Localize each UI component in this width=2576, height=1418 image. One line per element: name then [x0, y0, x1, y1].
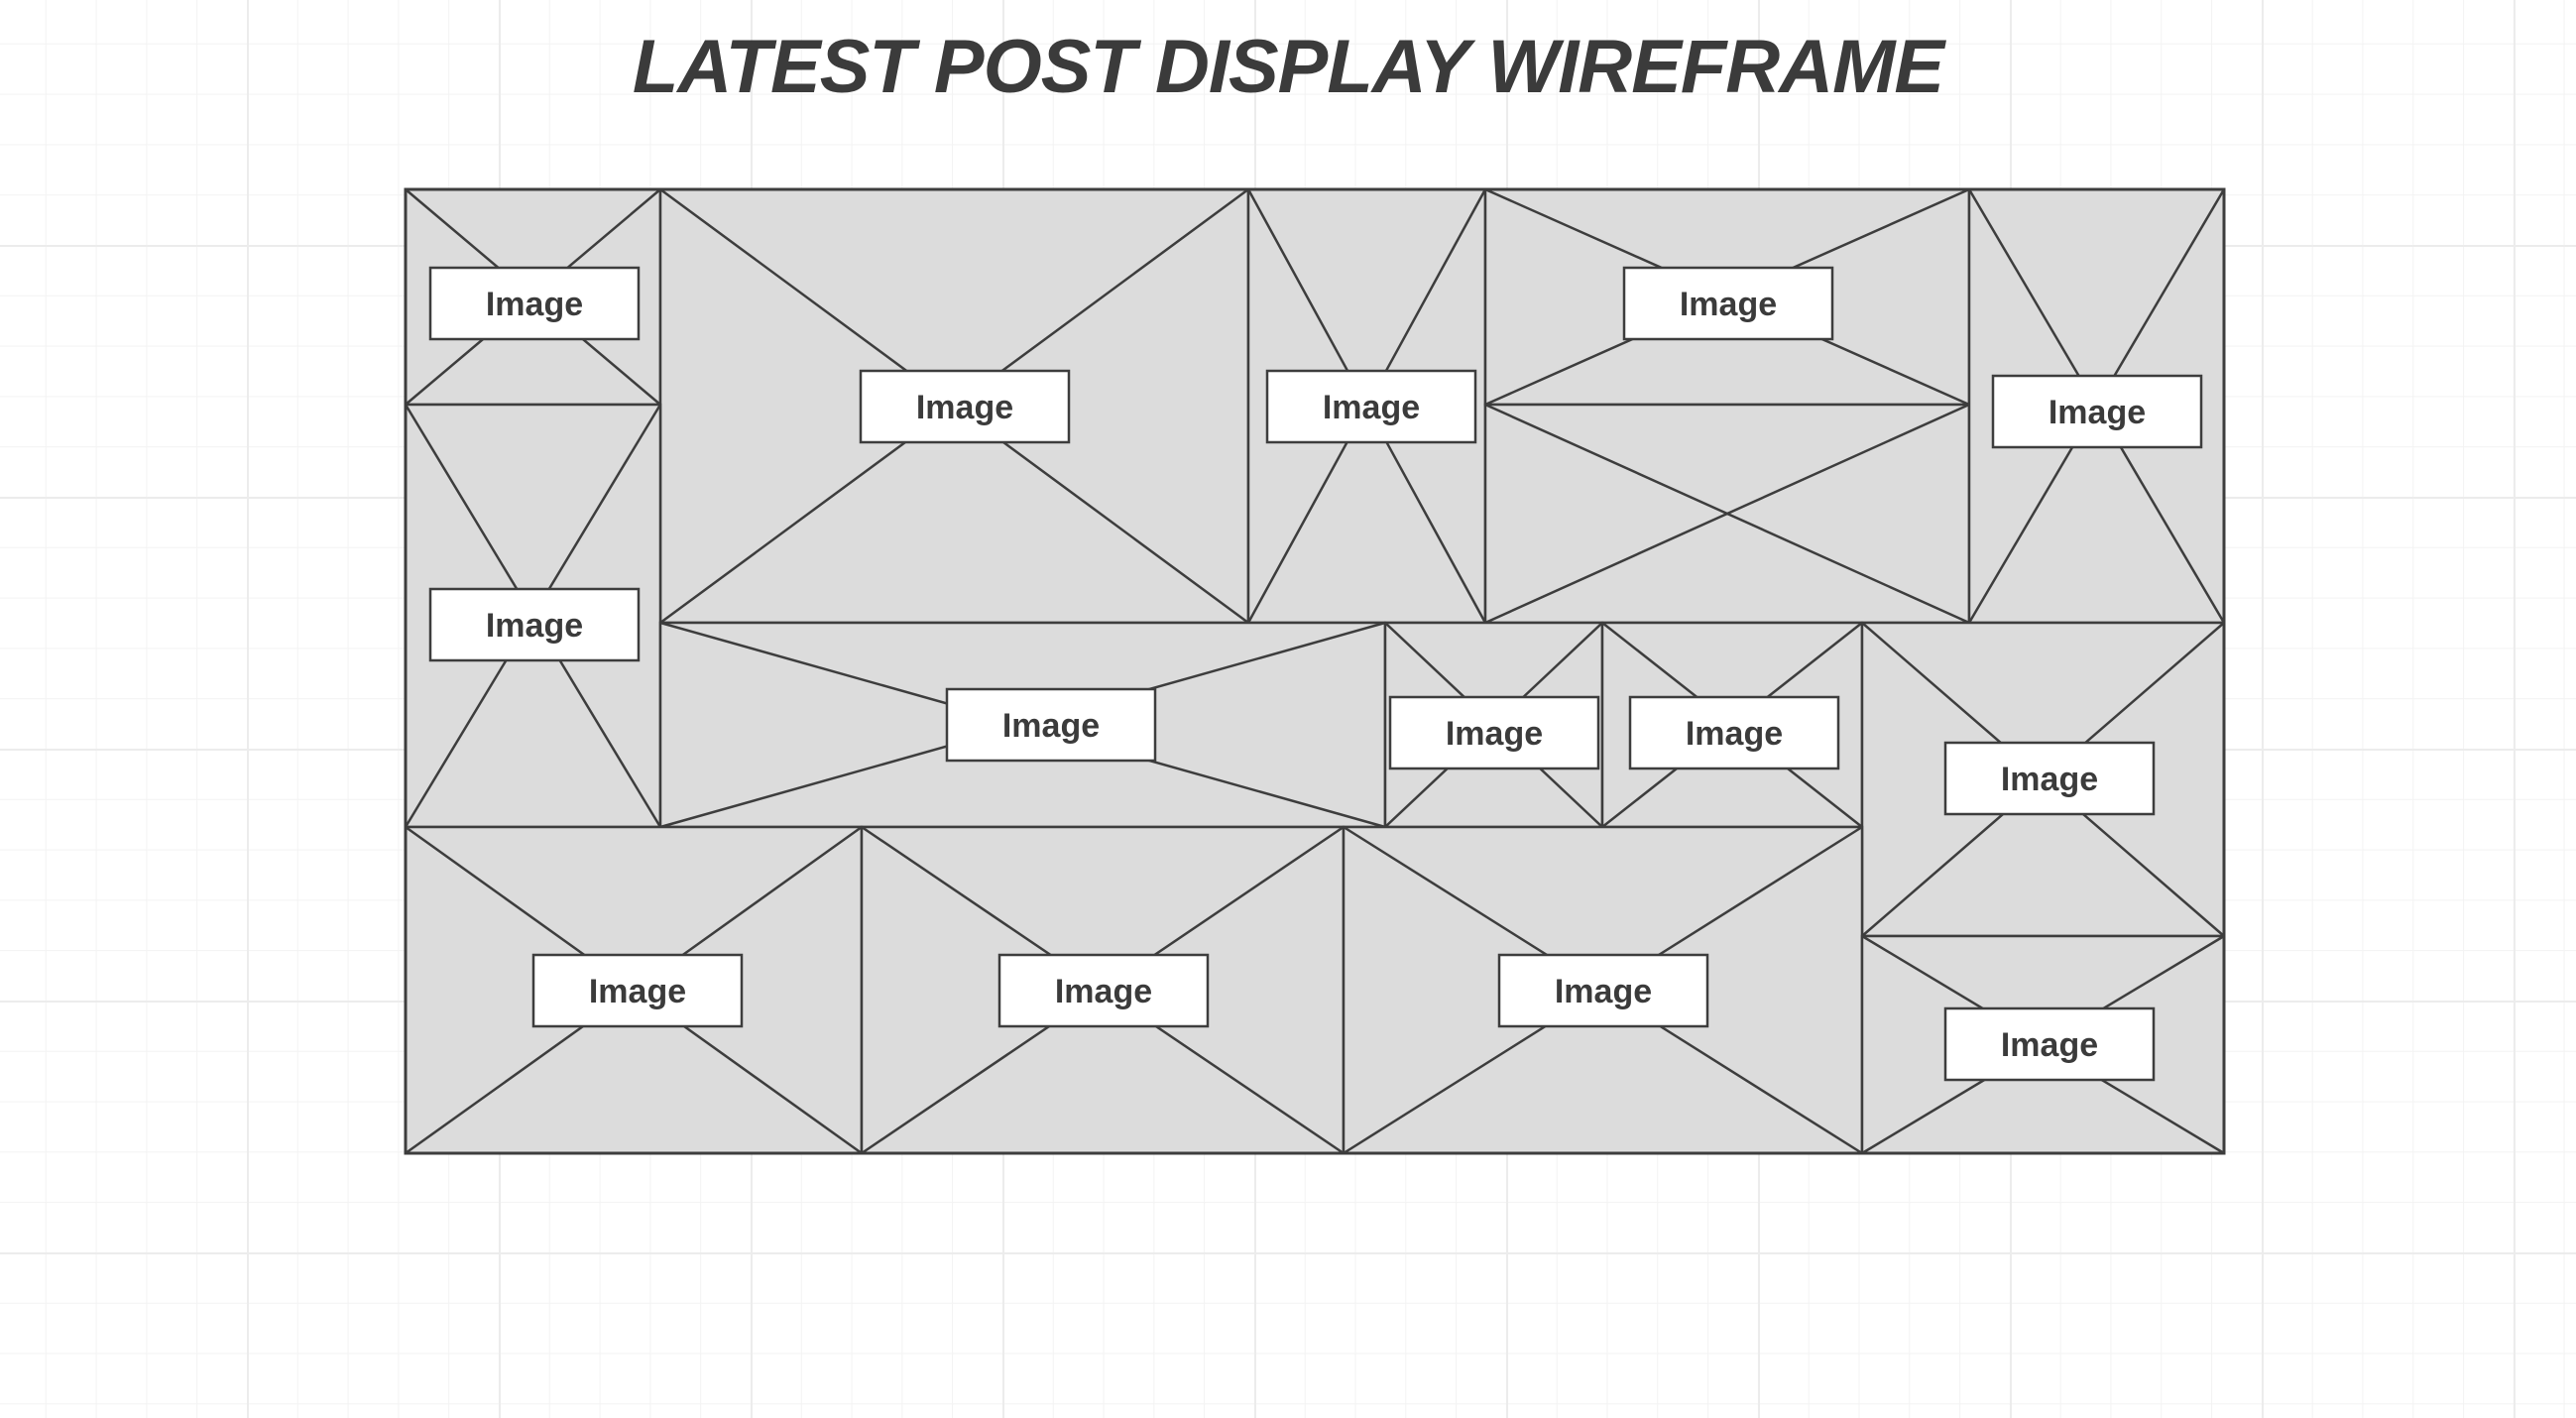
image-label-text: Image: [1686, 715, 1783, 753]
image-label-box: [1388, 695, 1600, 770]
image-tile-14: Image: [1860, 934, 2226, 1155]
image-tile-2: Image: [658, 187, 1250, 625]
image-label-text: Image: [2001, 761, 2098, 798]
image-label-box: [1265, 369, 1477, 444]
image-tile-placeholder: [1483, 403, 1971, 625]
wireframe-border: [404, 187, 2226, 1155]
image-tile-12: Image: [860, 825, 1346, 1155]
image-label-text: Image: [486, 286, 583, 323]
image-tile-11: Image: [404, 825, 864, 1155]
image-label-box: [428, 266, 641, 341]
image-label-box: [1622, 266, 1834, 341]
image-label-text: Image: [1055, 973, 1152, 1010]
image-label-box: [531, 953, 744, 1028]
image-label-text: Image: [1002, 707, 1100, 745]
image-label-box: [1943, 741, 2156, 816]
image-label-text: Image: [1323, 389, 1420, 426]
image-label-text: Image: [589, 973, 686, 1010]
image-tile-6: Image: [404, 403, 662, 829]
image-tile-9: Image: [1600, 621, 1864, 829]
image-label-text: Image: [2049, 394, 2146, 431]
image-tile-5: Image: [1967, 187, 2226, 625]
image-label-box: [428, 587, 641, 662]
image-label-text: Image: [486, 607, 583, 645]
image-label-box: [859, 369, 1071, 444]
image-tile-8: Image: [1383, 621, 1604, 829]
image-tile-1: Image: [404, 187, 662, 407]
image-label-box: [997, 953, 1210, 1028]
image-tile-13: Image: [1342, 825, 1864, 1155]
image-tile-7: Image: [658, 621, 1387, 829]
image-label-box: [1497, 953, 1709, 1028]
image-label-text: Image: [916, 389, 1013, 426]
image-label-box: [1991, 374, 2203, 449]
image-tile-4: Image: [1483, 187, 1971, 407]
image-label-text: Image: [1680, 286, 1777, 323]
page-title: LATEST POST DISPLAY WIREFRAME: [632, 25, 1944, 109]
image-label-box: [945, 687, 1157, 763]
image-tile-3: Image: [1246, 187, 1487, 625]
image-tile-10: Image: [1860, 621, 2226, 938]
image-label-text: Image: [1555, 973, 1652, 1010]
image-label-text: Image: [1446, 715, 1543, 753]
image-label-text: Image: [2001, 1026, 2098, 1064]
image-label-box: [1628, 695, 1840, 770]
image-label-box: [1943, 1006, 2156, 1082]
placeholder-cross-line: [1484, 403, 1970, 625]
